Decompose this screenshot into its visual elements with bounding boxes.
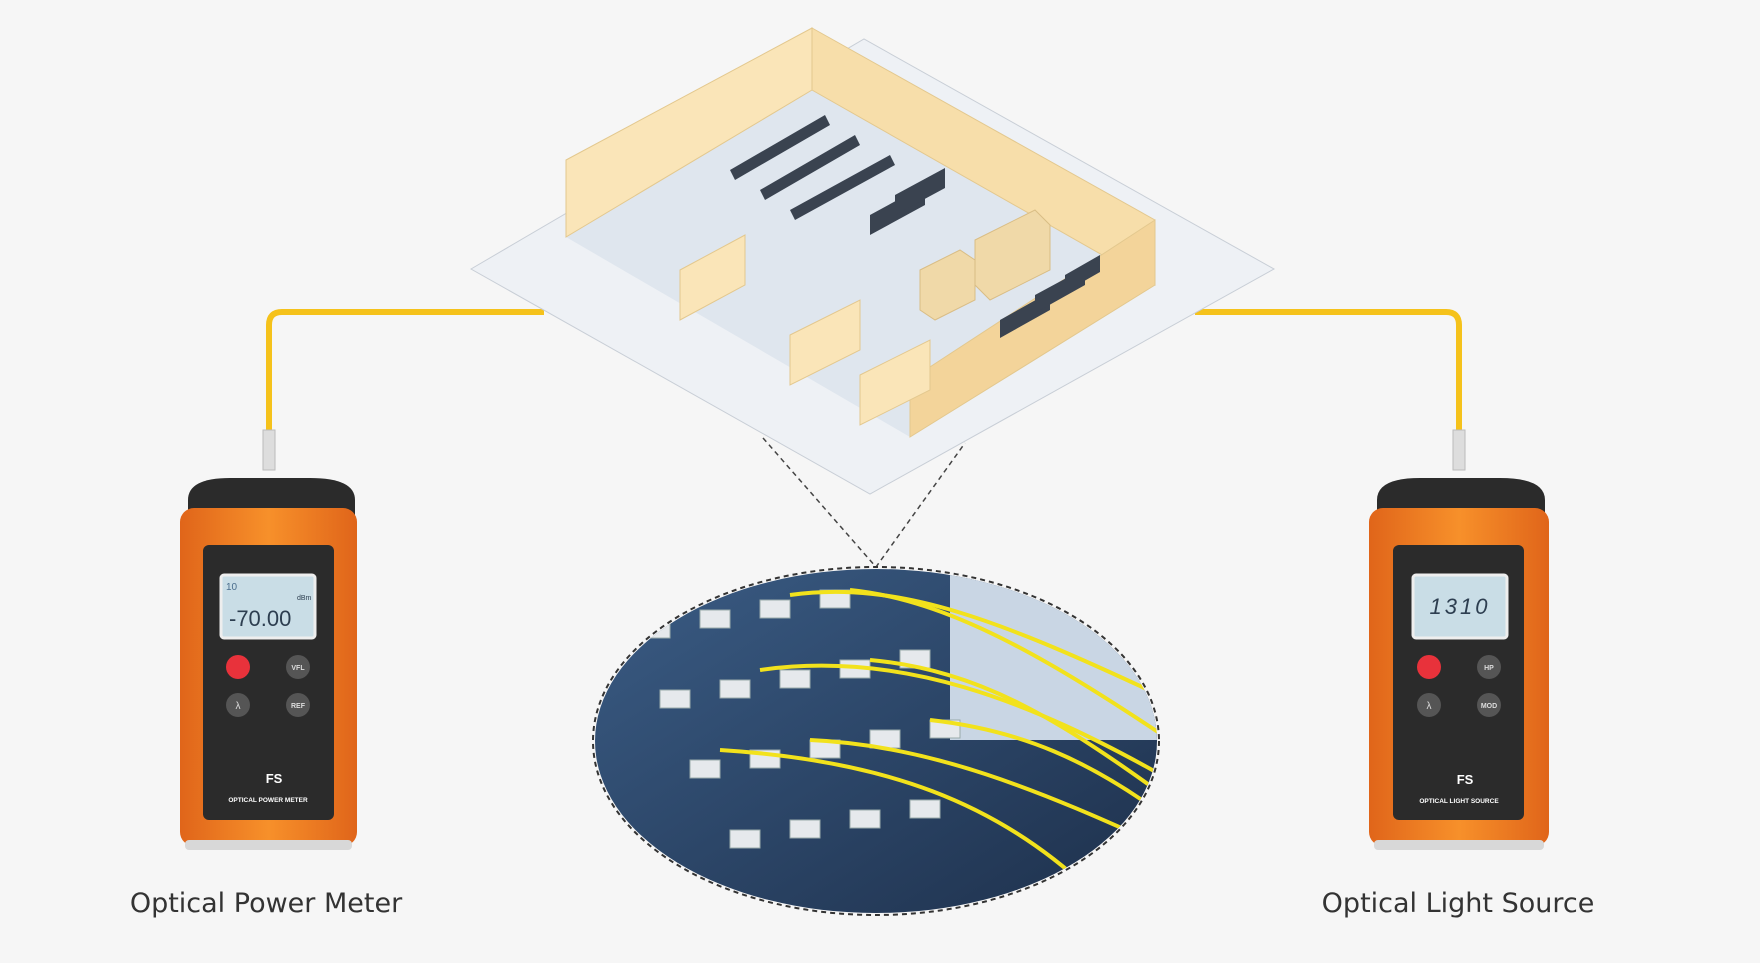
pm-lambda-button[interactable]: λ [236, 701, 241, 712]
power-button [1417, 655, 1441, 679]
ls-screen-value: 1310 [1430, 594, 1491, 619]
pm-brand-logo: FS [266, 771, 283, 786]
caption-optical-light-source: Optical Light Source [1321, 888, 1595, 919]
pm-screen-value: -70.00 [229, 606, 291, 631]
pm-screen-top: 10 [226, 582, 238, 593]
ls-lambda-button[interactable]: λ [1427, 701, 1432, 712]
patch-panel-closeup [595, 569, 1157, 913]
pm-ref-button[interactable]: REF [291, 703, 306, 710]
pm-screen-unit: dBm [297, 595, 312, 602]
ls-model-label: OPTICAL LIGHT SOURCE [1419, 798, 1499, 805]
power-button [226, 655, 250, 679]
closeup-outline [592, 566, 1160, 916]
optical-power-meter-device [180, 478, 357, 850]
ls-brand-logo: FS [1457, 772, 1474, 787]
caption-optical-power-meter: Optical Power Meter [129, 888, 403, 919]
pm-vfl-button[interactable]: VFL [291, 665, 305, 672]
ls-mod-button[interactable]: MOD [1481, 703, 1497, 710]
optical-light-source-device [1369, 478, 1549, 850]
fiber-cable-right [1195, 309, 1462, 440]
fiber-cable-left [266, 309, 544, 440]
pm-model-label: OPTICAL POWER METER [228, 797, 308, 804]
data-center-floor-plan [469, 27, 1276, 495]
ls-hp-button[interactable]: HP [1484, 665, 1494, 672]
